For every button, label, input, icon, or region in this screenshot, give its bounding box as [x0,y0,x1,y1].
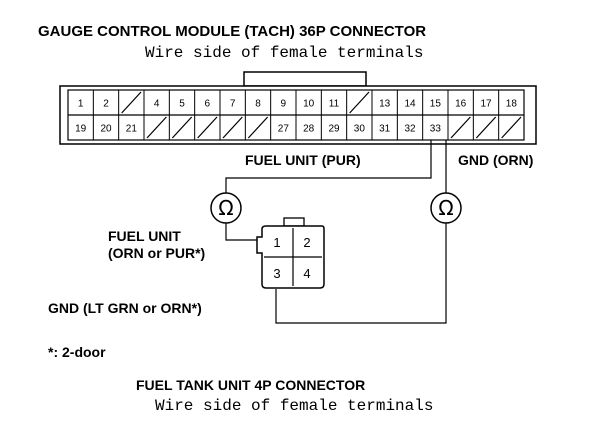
pin-4: 4 [303,266,310,281]
label-fuel-unit-wire: (ORN or PUR*) [108,245,205,261]
pin-label: 4 [154,99,160,110]
wires [225,140,447,324]
empty-cavity-slash [121,91,142,114]
pin-label: 6 [205,99,211,110]
empty-cavity-slash [475,116,497,139]
wire-fuel-unit-to-pin1 [225,223,262,241]
pin-label: 20 [100,124,112,135]
label-fuel-unit-pur: FUEL UNIT (PUR) [245,152,361,168]
ohmmeter-left: Ω [210,192,242,224]
pin-label: 17 [480,99,492,110]
pin-1: 1 [273,235,280,250]
pin-3: 3 [273,266,280,281]
wire-gnd-to-pin3 [275,223,447,324]
ohm-icon: Ω [218,196,233,220]
label-gnd-orn: GND (ORN) [458,152,533,168]
pin-label: 11 [329,99,340,110]
pin-label: 27 [278,124,290,135]
empty-cavity-slash [146,116,167,139]
page-title: GAUGE CONTROL MODULE (TACH) 36P CONNECTO… [38,23,426,40]
empty-cavity-slash [501,116,522,139]
page-subtitle: Wire side of female terminals [145,44,423,62]
pin-label: 10 [303,99,315,110]
pin-label: 7 [230,99,236,110]
bottom-title: FUEL TANK UNIT 4P CONNECTOR [136,377,365,393]
label-fuel-unit: FUEL UNIT [108,228,181,244]
pin-label: 33 [430,124,442,135]
pin-label: 18 [506,99,518,110]
empty-cavity-slash [222,116,243,139]
pin-label: 2 [103,99,109,110]
pin-label: 9 [281,99,287,110]
label-gnd-wire: GND (LT GRN or ORN*) [48,300,202,316]
wire-fuel-unit-pur [225,140,432,193]
empty-cavity-slash [171,116,193,139]
connector-lock-tab [243,71,367,87]
pin-label: 28 [303,124,315,135]
empty-cavity-slash [197,116,218,139]
pin-label: 5 [179,99,185,110]
pin-label: 15 [430,99,442,110]
connector-36p: 1 2 4 5 6 7 8 9 10 11 13 14 15 16 17 18 19 20 21 27 28 29 30 3… [59,71,537,145]
pin-label: 32 [404,124,416,135]
pin-label: 19 [75,124,87,135]
connector-4p-lock [283,217,305,227]
footnote: *: 2-door [48,344,106,360]
ohm-icon: Ω [438,196,453,220]
pin-label: 1 [78,99,84,110]
pin-label: 21 [126,124,138,135]
pin-label: 8 [255,99,261,110]
empty-cavity-slash [349,91,370,114]
pin-label: 29 [328,124,340,135]
pin-label: 31 [379,124,391,135]
pin-label: 13 [379,99,391,110]
pin-2: 2 [303,235,310,250]
connector-4p: 1 2 3 4 [256,217,325,289]
empty-cavity-slash [247,116,269,139]
ohmmeter-right: Ω [430,192,462,224]
empty-cavity-slash [450,116,471,139]
pin-label: 14 [404,99,416,110]
pin-label: 30 [354,124,366,135]
pin-label: 16 [455,99,467,110]
bottom-subtitle: Wire side of female terminals [155,397,433,415]
